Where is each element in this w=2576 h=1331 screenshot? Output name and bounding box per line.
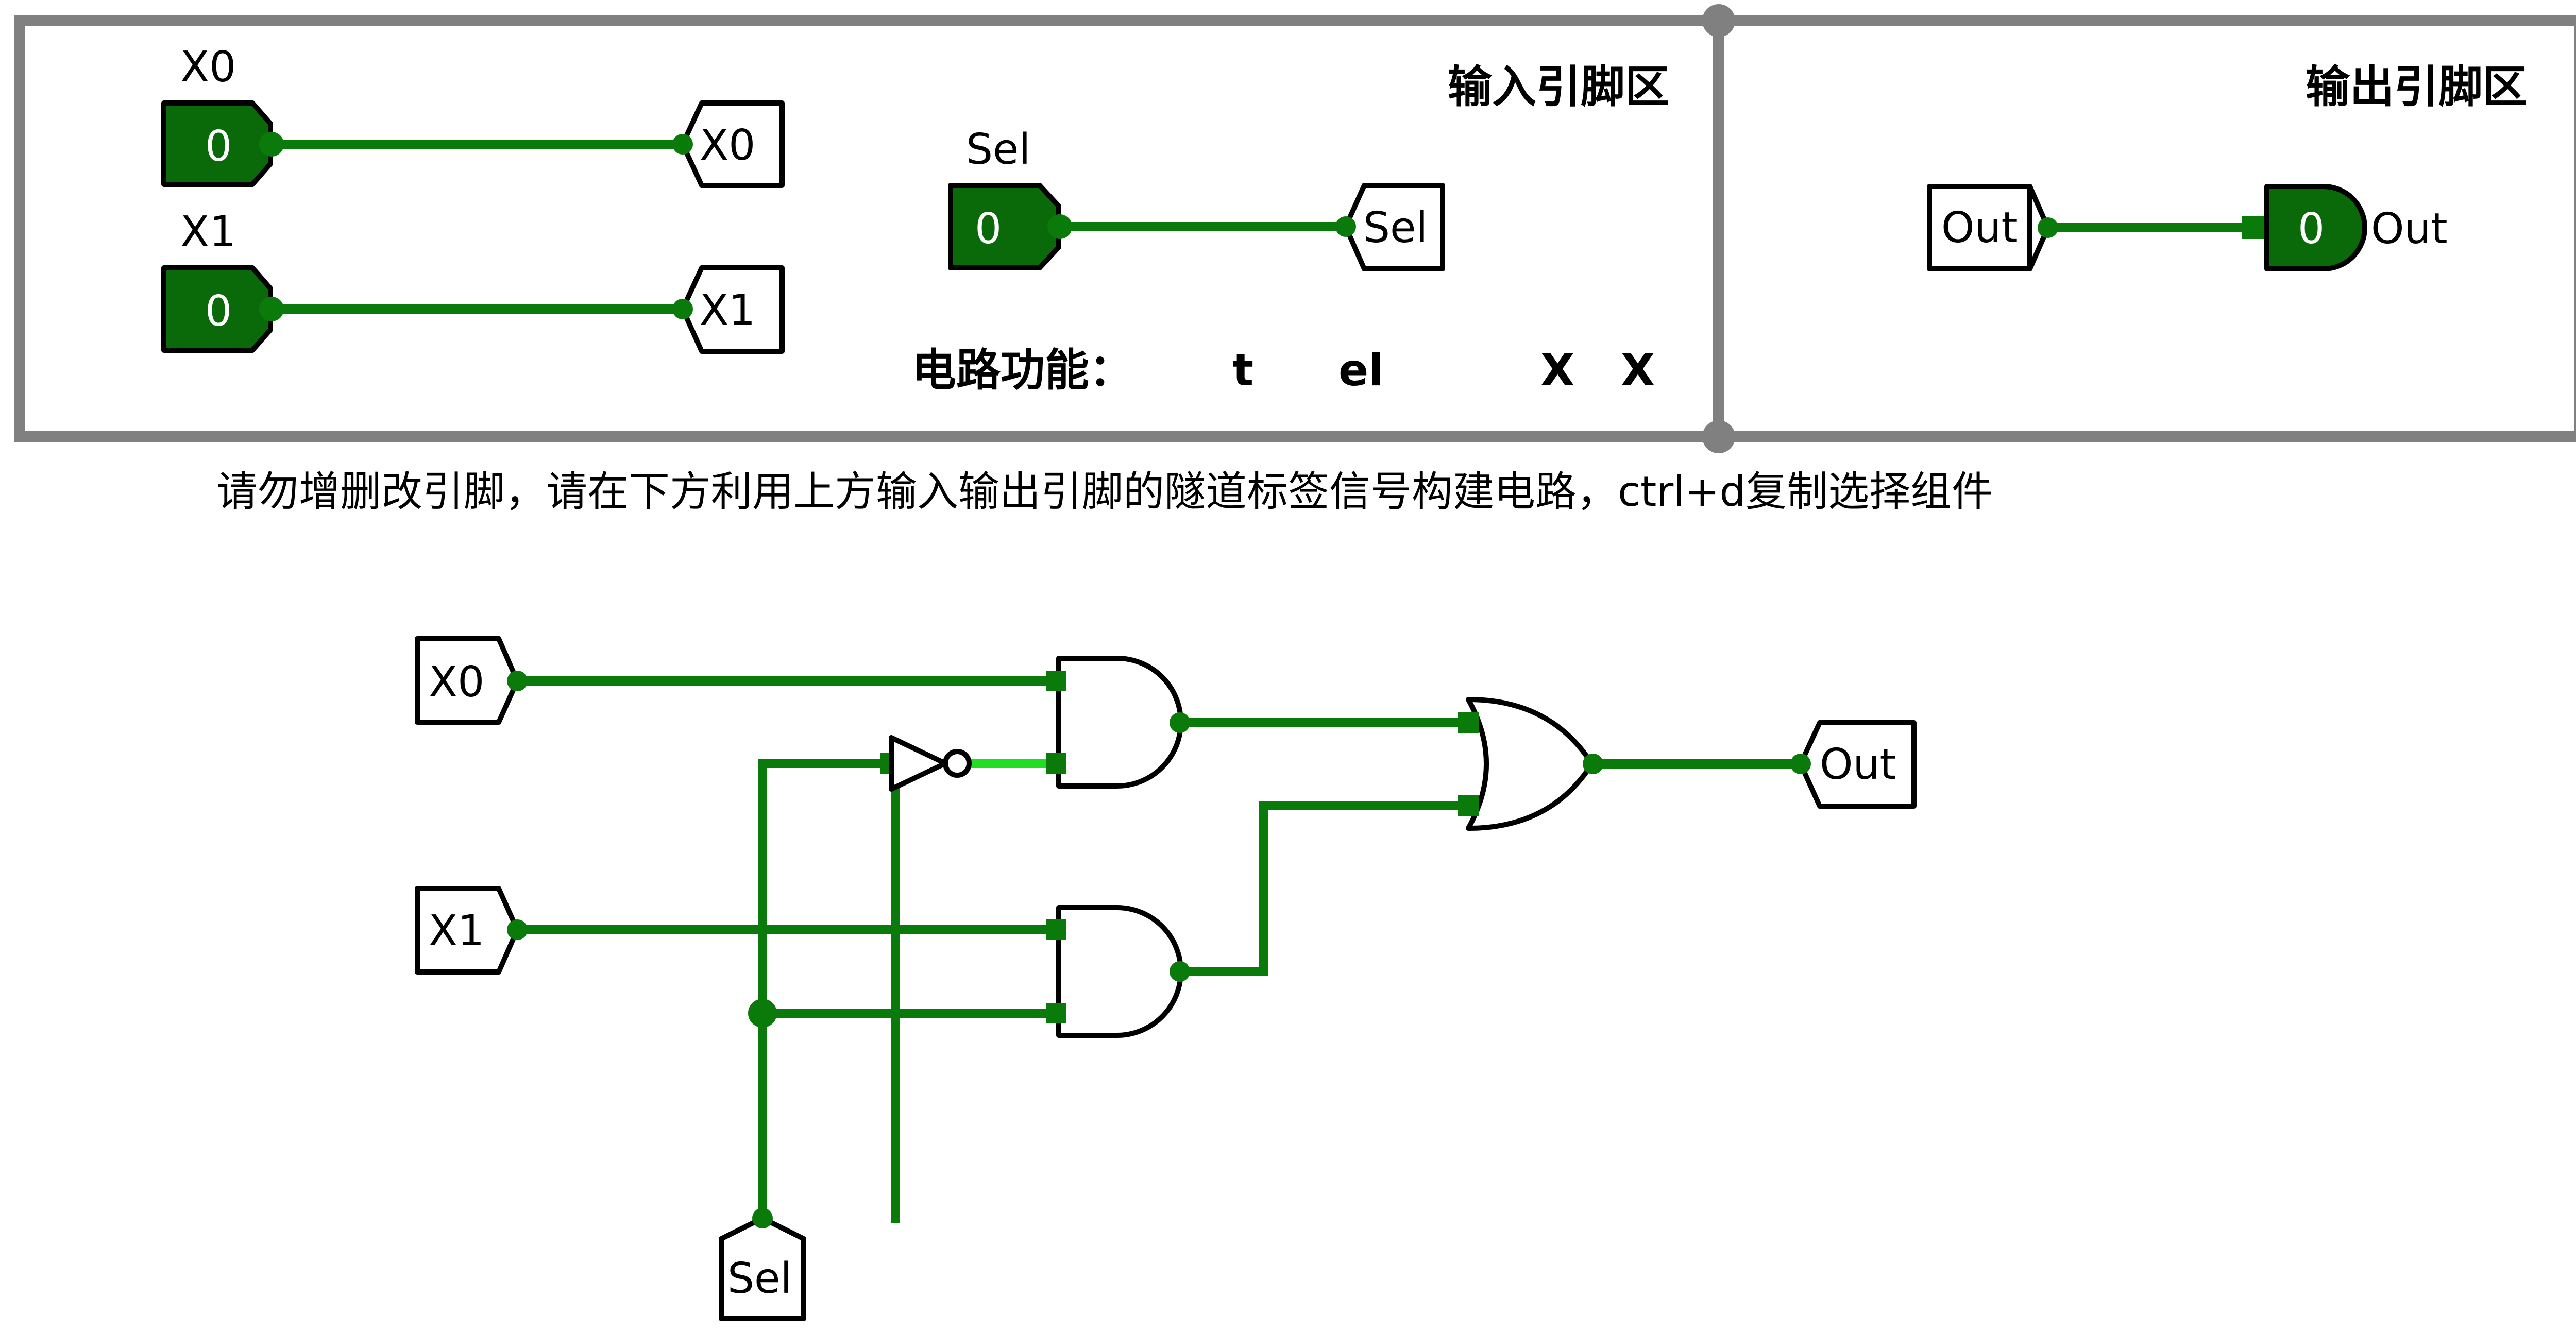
pin-label: X1 bbox=[180, 208, 236, 257]
tunnel-label: Sel bbox=[727, 1254, 792, 1303]
tunnel-label: X0 bbox=[700, 121, 755, 170]
output-area-title: 输出引脚区 bbox=[2306, 61, 2527, 113]
and-gate-2[interactable] bbox=[1046, 905, 1190, 1038]
tunnel-out-top[interactable]: Out bbox=[1927, 184, 2058, 271]
function-fragment: t bbox=[1232, 345, 1253, 396]
wire-junction bbox=[748, 999, 777, 1028]
tunnel-x1[interactable]: X1 bbox=[415, 886, 528, 975]
function-fragment: X bbox=[1621, 345, 1655, 396]
function-fragment: X bbox=[1540, 345, 1574, 396]
tunnel-label: X0 bbox=[429, 658, 484, 707]
tunnel-x1-top[interactable]: X1 bbox=[672, 265, 785, 354]
instruction-text: 请勿增删改引脚，请在下方利用上方输入输出引脚的隧道标签信号构建电路，ctrl+d… bbox=[216, 468, 1993, 516]
tunnel-label: X1 bbox=[429, 907, 484, 955]
pin-value: 0 bbox=[205, 122, 232, 171]
pin-label: X0 bbox=[180, 43, 236, 92]
output-pin-out[interactable]: 0 Out bbox=[2242, 184, 2448, 271]
tunnel-sel-top[interactable]: Sel bbox=[1335, 183, 1445, 271]
tunnel-sel[interactable]: Sel bbox=[719, 1208, 806, 1321]
pin-value: 0 bbox=[205, 287, 232, 336]
not-gate[interactable] bbox=[880, 735, 972, 792]
tunnel-x0[interactable]: X0 bbox=[415, 636, 528, 725]
pin-label: Out bbox=[2371, 204, 2448, 253]
tunnel-label: Out bbox=[1820, 740, 1896, 789]
tunnel-label: Sel bbox=[1363, 203, 1428, 252]
input-area-title: 输入引脚区 bbox=[1448, 61, 1669, 113]
and-gate-1[interactable] bbox=[1046, 656, 1190, 789]
tunnel-x0-top[interactable]: X0 bbox=[672, 100, 785, 188]
pin-value: 0 bbox=[975, 204, 1002, 253]
pin-label: Sel bbox=[966, 125, 1030, 174]
or-gate[interactable] bbox=[1458, 697, 1603, 831]
tunnel-label: Out bbox=[1941, 203, 2018, 252]
function-fragment: el bbox=[1338, 345, 1384, 396]
tunnel-out[interactable]: Out bbox=[1790, 720, 1917, 809]
input-pin-sel[interactable]: Sel 0 bbox=[948, 125, 1072, 270]
tunnel-label: X1 bbox=[700, 286, 755, 335]
input-pin-x1[interactable]: X1 0 bbox=[161, 208, 284, 353]
function-label: 电路功能： bbox=[912, 345, 1133, 396]
input-pin-x0[interactable]: X0 0 bbox=[161, 43, 284, 187]
top-frame bbox=[14, 4, 2576, 453]
pin-value: 0 bbox=[2298, 204, 2325, 253]
